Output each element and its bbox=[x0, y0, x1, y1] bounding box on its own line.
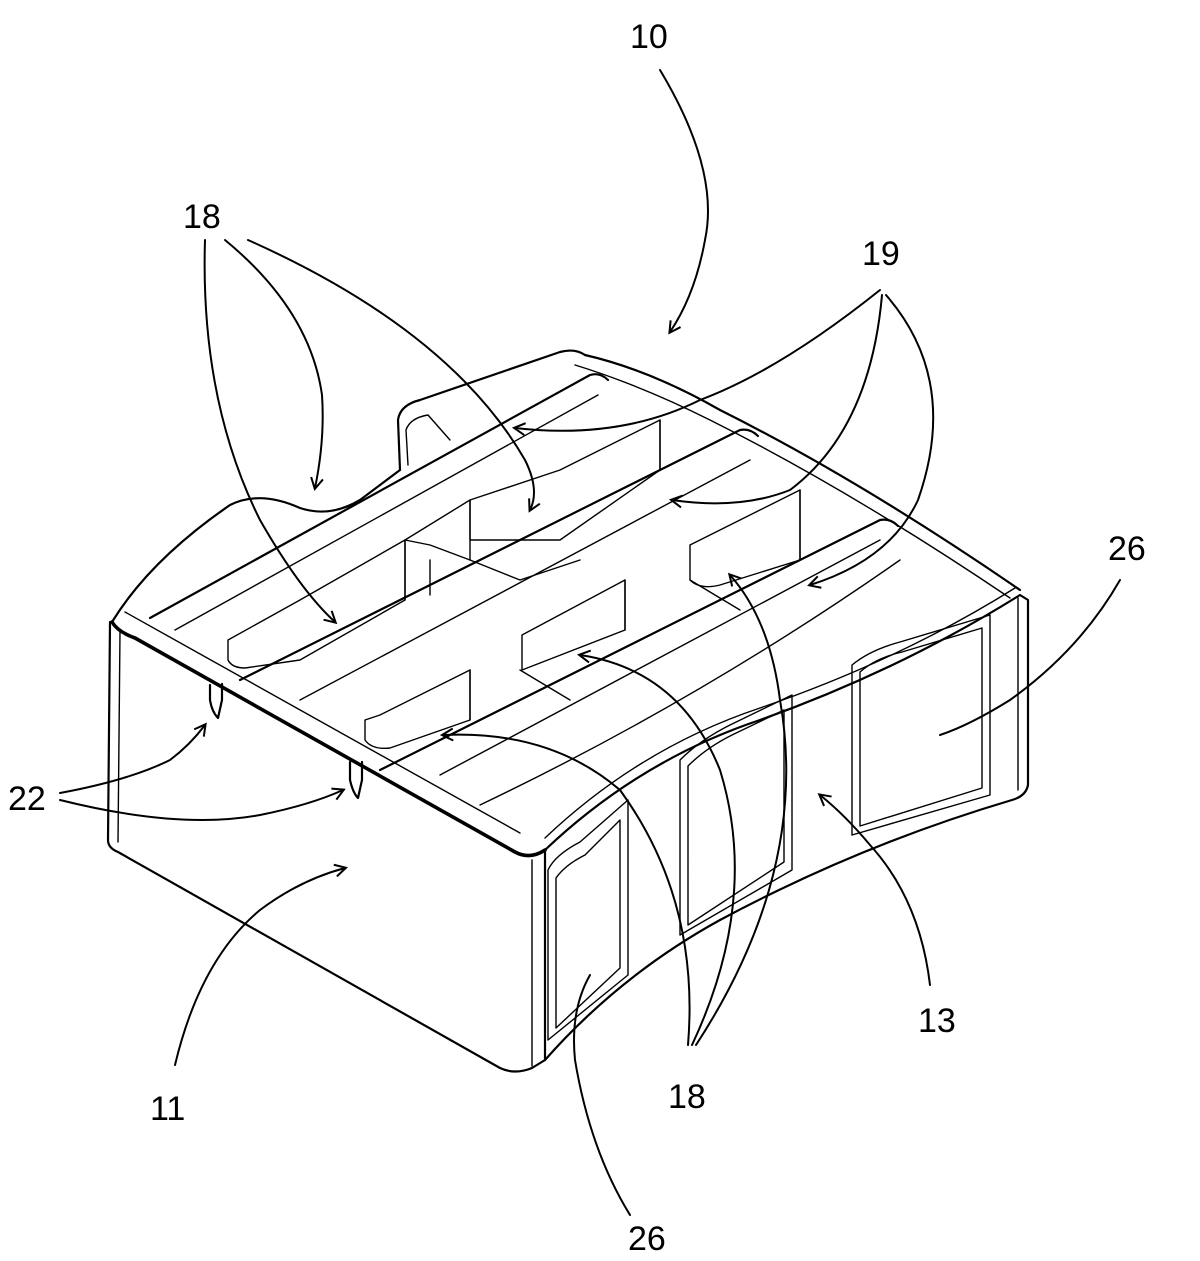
device-body bbox=[108, 351, 1028, 1072]
front-face-inner-edge bbox=[118, 632, 120, 842]
leader-22-b bbox=[60, 790, 343, 820]
label-18-top: 18 bbox=[183, 198, 221, 236]
leader-13 bbox=[820, 795, 930, 985]
pocket-left-lower bbox=[365, 670, 470, 748]
leader-19-c bbox=[810, 295, 933, 585]
leader-lines bbox=[60, 70, 1120, 1215]
top-left-hump bbox=[112, 470, 400, 622]
leader-18-bottom-a bbox=[443, 735, 690, 1045]
leader-26-bottom bbox=[574, 975, 630, 1215]
leader-18-bottom-c bbox=[696, 575, 786, 1045]
pocket-left-upper-floor bbox=[405, 500, 470, 560]
rail-4 bbox=[480, 560, 900, 805]
label-26-bottom: 26 bbox=[628, 1220, 666, 1258]
pocket-mid-upper bbox=[470, 420, 660, 540]
front-top-rim bbox=[112, 622, 545, 856]
pocket-divider-1 bbox=[405, 490, 800, 720]
rail-1 bbox=[150, 374, 608, 618]
leader-10 bbox=[660, 70, 708, 332]
rail-2 bbox=[240, 430, 758, 680]
rail-2-inner bbox=[300, 460, 750, 700]
leader-26-right bbox=[940, 580, 1120, 735]
pocket-mid-lower bbox=[522, 580, 625, 670]
label-13: 13 bbox=[918, 1002, 956, 1040]
leader-18-top-b bbox=[225, 240, 323, 488]
window-right bbox=[852, 615, 990, 835]
leader-22-a bbox=[60, 725, 205, 793]
rail-3 bbox=[380, 520, 898, 770]
tab-right bbox=[350, 762, 362, 798]
label-11: 11 bbox=[150, 1090, 185, 1128]
top-back-notch-inner bbox=[406, 415, 450, 465]
leader-19-a bbox=[515, 290, 880, 431]
leader-18-top-a bbox=[205, 240, 335, 622]
pocket-right-lower bbox=[690, 490, 800, 587]
front-face-outline bbox=[108, 622, 545, 1072]
top-back-edge bbox=[585, 355, 1020, 590]
label-22: 22 bbox=[8, 780, 46, 818]
window-middle bbox=[680, 695, 792, 935]
tab-left bbox=[210, 684, 222, 718]
window-right-inner bbox=[860, 628, 982, 826]
label-19: 19 bbox=[862, 235, 900, 273]
label-10: 10 bbox=[630, 18, 668, 56]
label-18-bottom: 18 bbox=[668, 1078, 706, 1116]
label-26-right: 26 bbox=[1108, 530, 1146, 568]
rail-3-inner bbox=[440, 540, 880, 775]
